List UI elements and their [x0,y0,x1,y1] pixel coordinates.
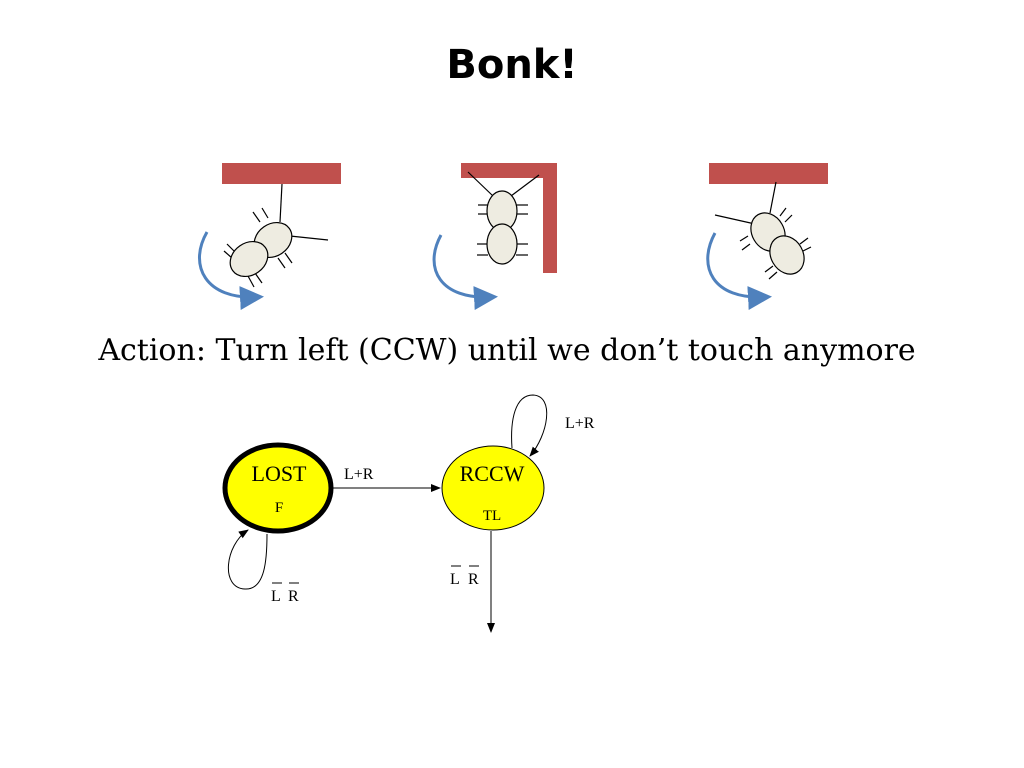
ccw-arrow-icon [198,231,264,310]
wall [461,163,557,178]
scene-3 [706,163,828,310]
slide-title: Bonk! [446,42,578,88]
ccw-arrow-icon [432,234,498,311]
svg-text:R: R [468,571,479,588]
robot [714,181,812,280]
state-output: F [275,500,283,516]
wall [709,163,828,184]
wall [222,163,341,184]
robot [223,183,329,288]
state-name: RCCW [460,461,525,486]
svg-text:L: L [450,571,460,588]
state-lost: LOST F [222,442,334,534]
scene-2 [432,163,557,311]
transition-rccw-self-loop [511,394,548,457]
state-output: TL [483,508,501,524]
ccw-arrow-icon [706,232,772,310]
state-rccw: RCCW TL [441,445,545,531]
scene-1 [198,163,341,310]
transition-label: L+R [565,415,595,432]
transition-lost-self-loop [228,529,268,590]
robot [467,171,540,265]
transition-label-not-l-not-r: L R [271,582,299,605]
state-machine: LOST F RCCW TL L+R L+R L R L R [222,394,595,633]
action-text: Action: Turn left (CCW) until we don’t t… [98,333,916,368]
transition-label: L+R [344,466,374,483]
state-name: LOST [252,461,308,486]
svg-text:L: L [271,588,281,605]
wall [543,163,557,273]
transition-label-not-l-not-r: L R [450,565,479,588]
svg-text:R: R [288,588,299,605]
